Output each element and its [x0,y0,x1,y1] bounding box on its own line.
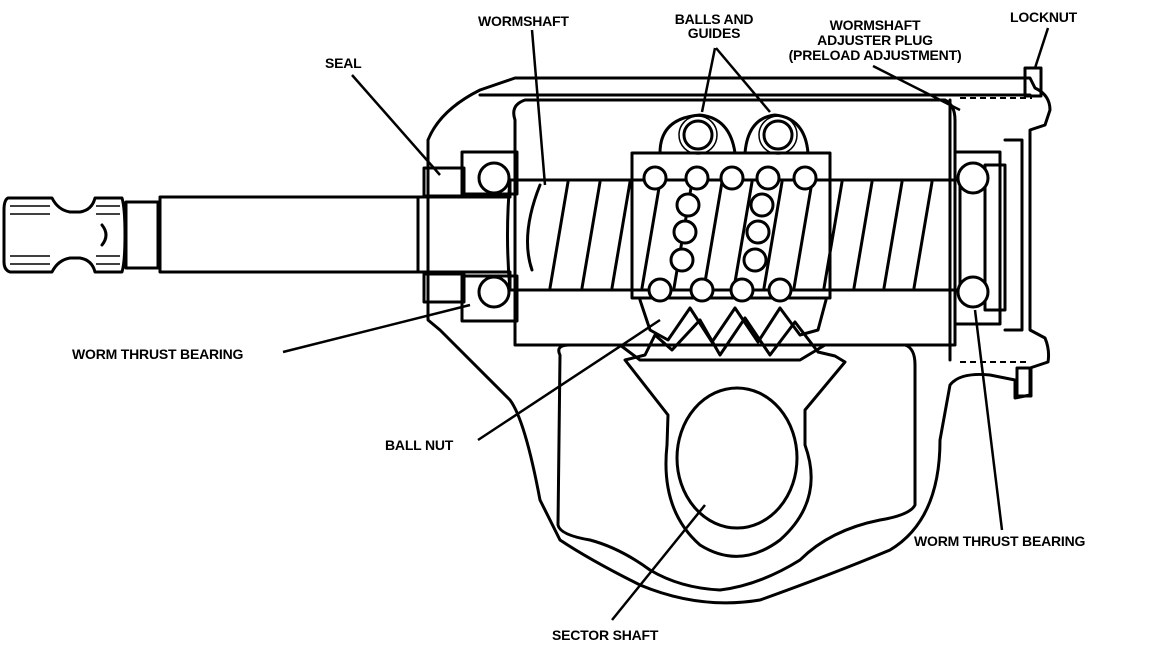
adjuster-plug-face [983,163,1007,312]
label-adjuster-plug-3: (PRELOAD ADJUSTMENT) [788,47,962,63]
leader-lines [282,27,1050,621]
sector-gear [623,316,847,558]
ball-guides [658,113,810,155]
housing-outline [426,76,1052,605]
left-thrust-ball-upper [477,161,511,195]
label-worm-thrust-bearing-left: WORM THRUST BEARING [72,346,244,362]
shaft-collar [124,200,160,270]
label-sector-shaft: SECTOR SHAFT [552,627,659,643]
locknut-bottom [1015,366,1033,398]
label-balls-and-guides-2: GUIDES [687,25,741,41]
worm-threads [526,180,934,290]
wormshaft-end [506,178,512,292]
ball-nut [630,151,832,300]
ball-nut-teeth [638,298,828,344]
locknut [1023,66,1043,98]
seal-lower [422,272,466,304]
left-thrust-ball-lower [477,275,511,309]
right-thrust-ball-upper [956,161,990,195]
splined-end [2,196,127,274]
left-bearing-race-upper [460,150,519,196]
spline-lines [10,205,120,265]
label-ball-nut: BALL NUT [385,437,454,453]
label-worm-thrust-bearing-right: WORM THRUST BEARING [914,533,1086,549]
left-bearing-race-lower [460,274,519,323]
sector-chamber [556,343,917,592]
seal-upper [422,166,466,198]
label-adjuster-plug-1: WORMSHAFT [829,17,921,33]
right-thrust-ball-lower [956,275,990,309]
label-seal: SEAL [325,55,362,71]
sector-shaft [675,386,799,530]
label-balls-and-guides-1: BALLS AND [674,11,754,27]
label-locknut: LOCKNUT [1010,9,1078,25]
label-wormshaft: WORMSHAFT [478,13,569,29]
input-shaft [158,195,420,274]
balls [642,165,818,303]
label-adjuster-plug-2: ADJUSTER PLUG [817,32,933,48]
adjuster-plug [948,98,1024,362]
worm-bore [512,98,957,347]
